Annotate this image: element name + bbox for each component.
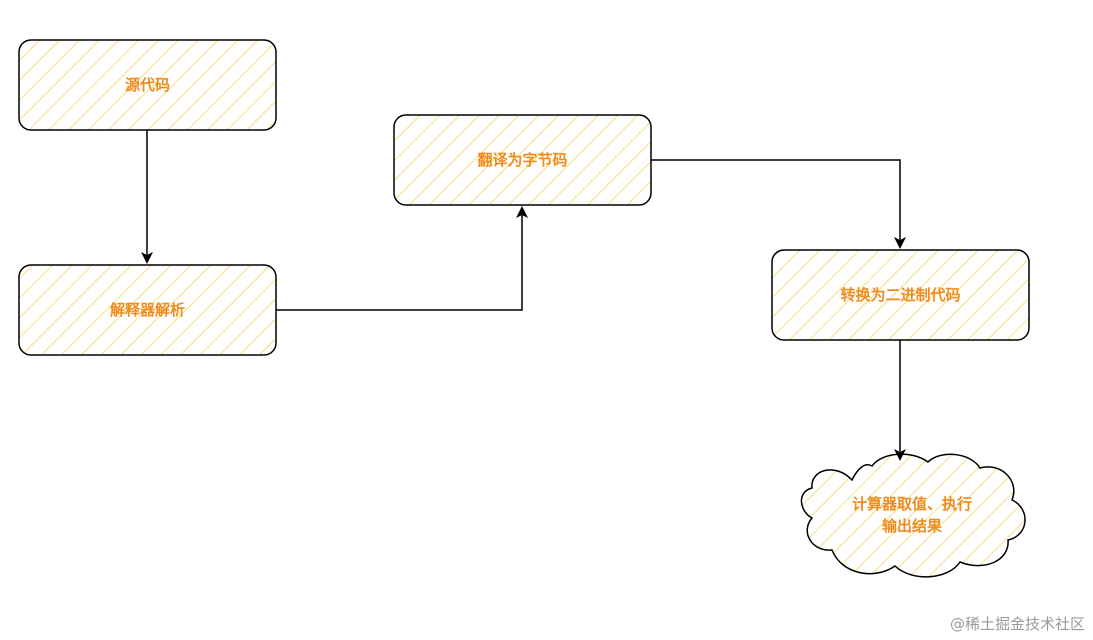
node-source [18, 39, 277, 131]
edge-interpreter-to-bytecode [276, 206, 528, 311]
watermark-text: @稀土掘金技术社区 [949, 615, 1085, 633]
node-interpreter [18, 264, 277, 356]
node-binary [771, 249, 1030, 341]
node-execute-cloud [800, 453, 1026, 578]
edge-bytecode-to-binary [651, 159, 906, 249]
node-bytecode [393, 114, 652, 206]
